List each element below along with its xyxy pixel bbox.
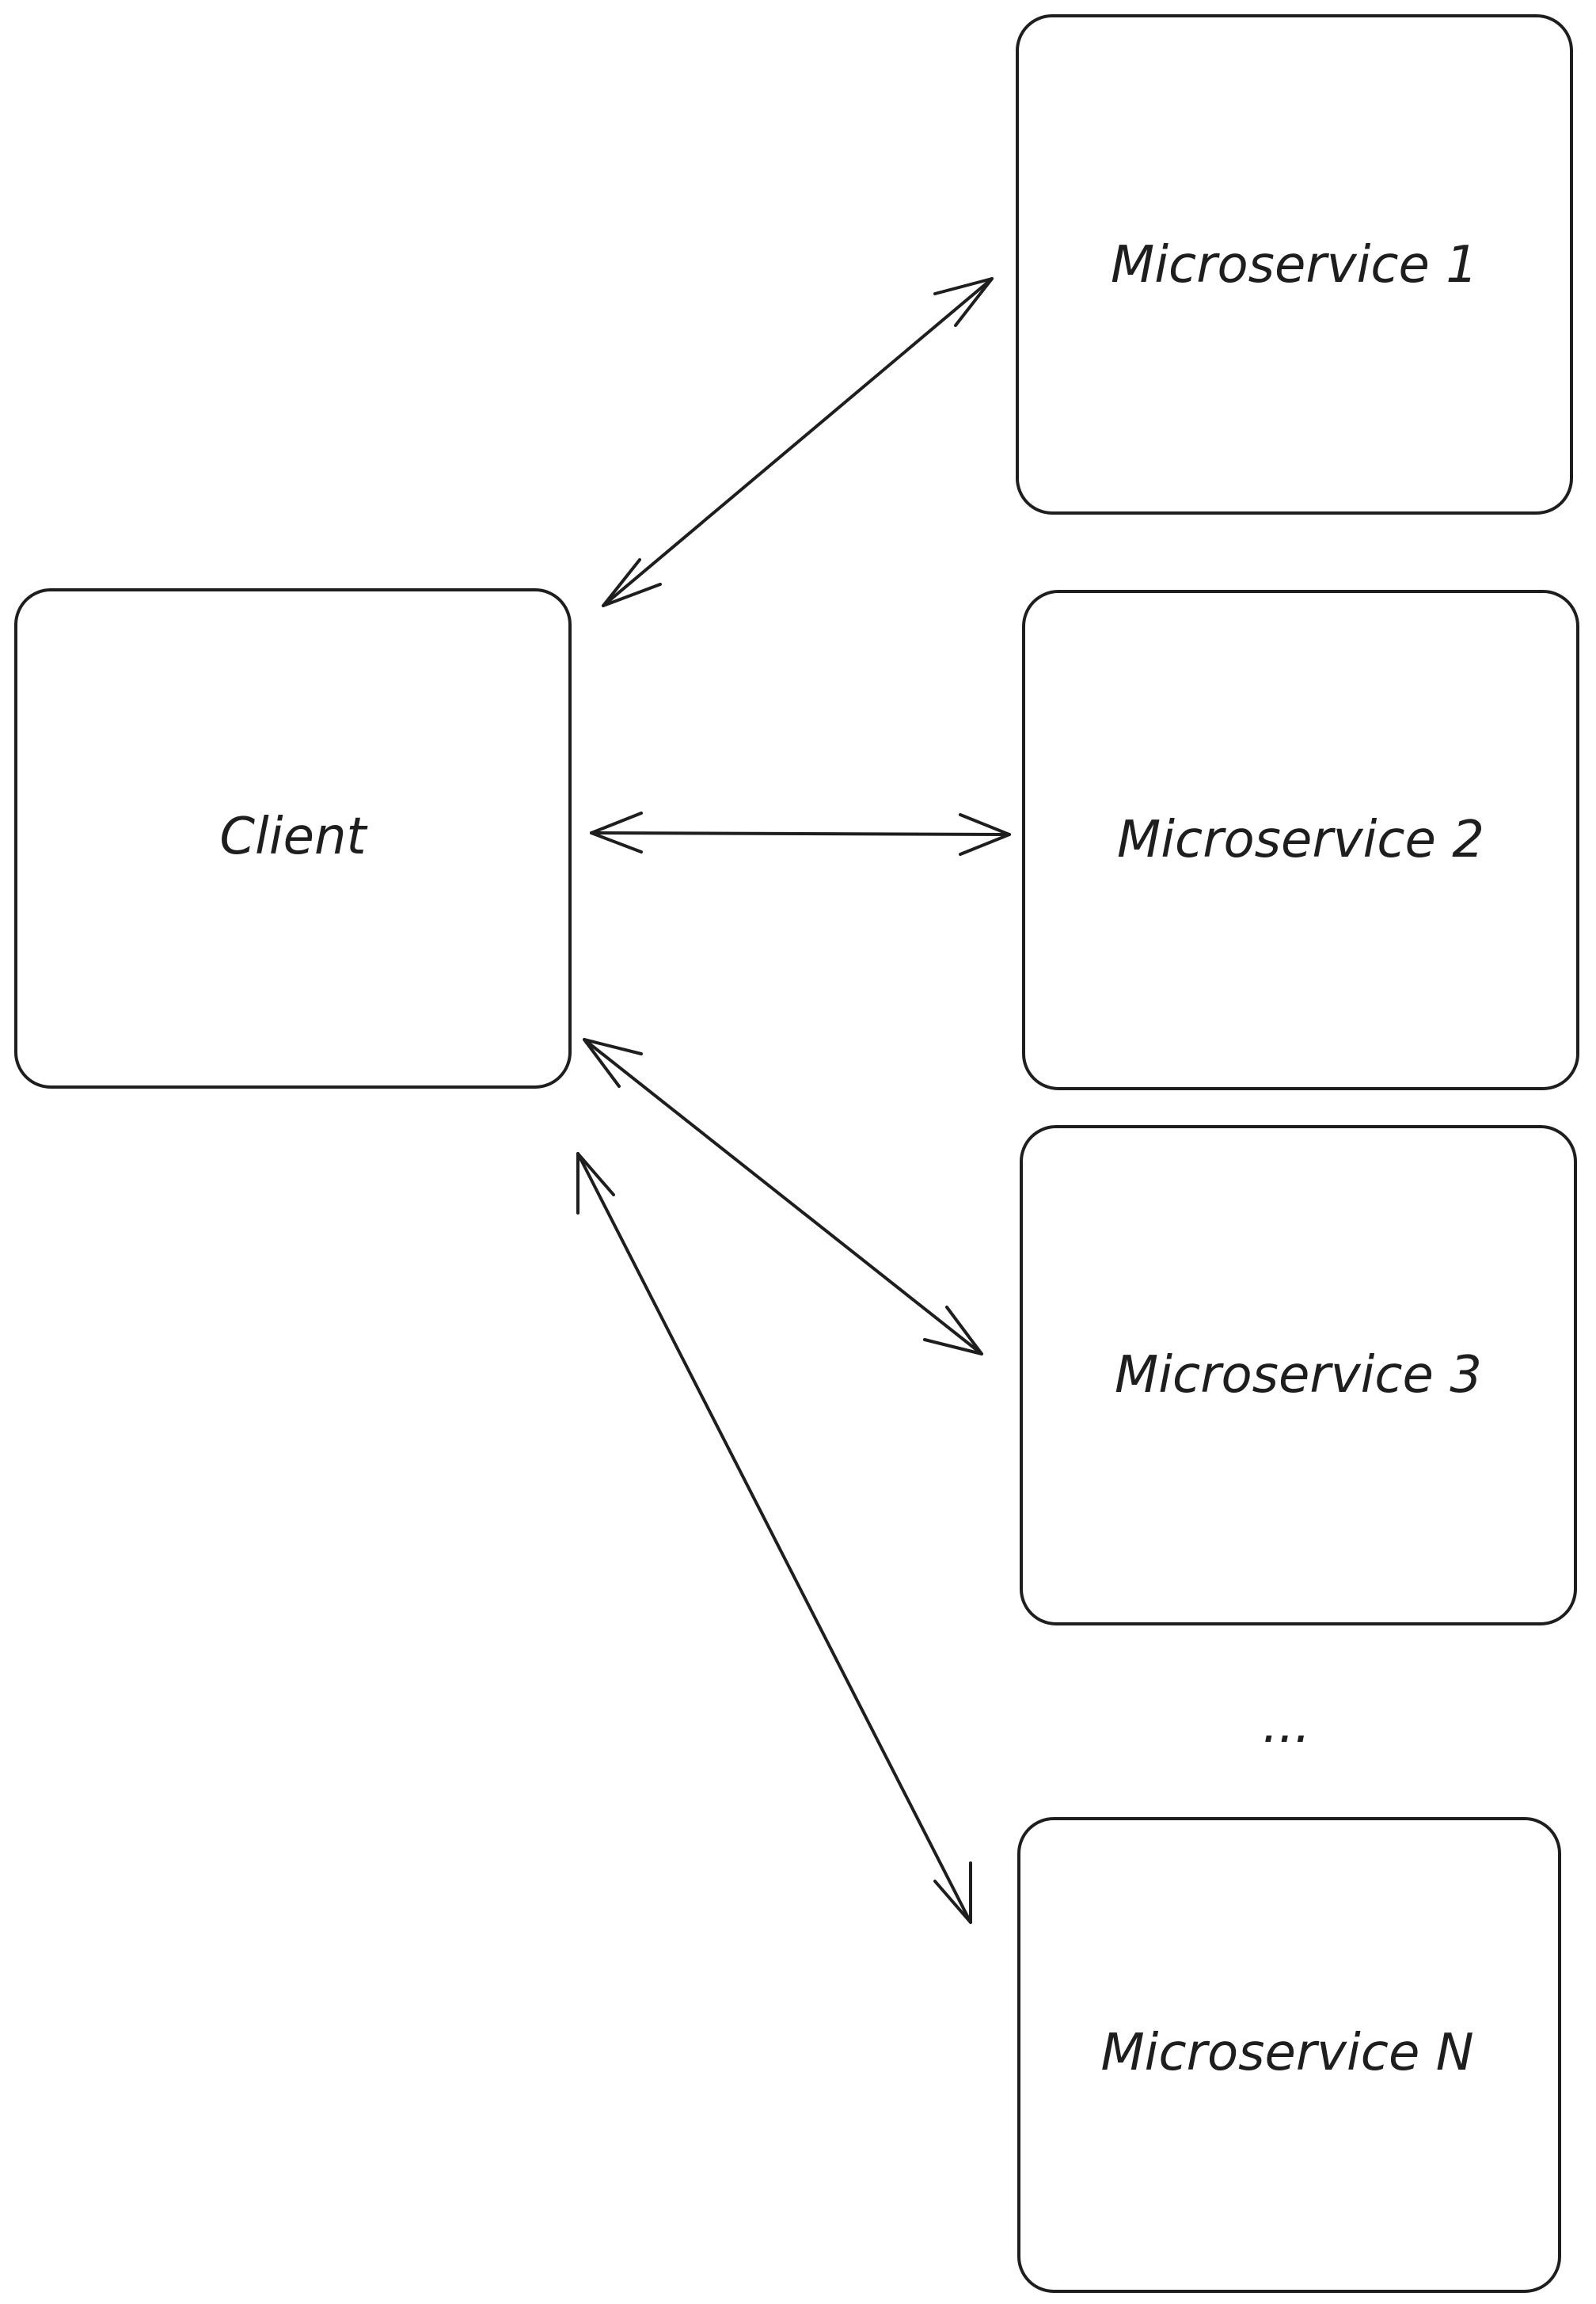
microservice-3-box [1020, 1125, 1577, 1625]
arrow-head-end [959, 813, 1011, 856]
client-box [14, 588, 572, 1089]
microservice-n-box [1017, 1817, 1561, 2293]
edge-line [576, 1152, 972, 1924]
microservice-2-node: Microservice 2 [1022, 590, 1579, 1090]
edge-client-microservice-2 [590, 812, 1011, 856]
edge-client-microservice-3 [583, 1038, 983, 1355]
client-node: Client [14, 588, 572, 1089]
microservice-2-box [1022, 590, 1579, 1090]
arrow-head-start [576, 1152, 615, 1215]
microservice-1-label: Microservice 1 [1111, 236, 1478, 295]
microservice-3-label: Microservice 3 [1115, 1346, 1482, 1405]
edge-client-microservice-1 [602, 277, 994, 607]
edge-line [602, 277, 994, 607]
microservice-n-label: Microservice N [1100, 2024, 1473, 2082]
arrow-head-start [602, 558, 662, 607]
edge-line [590, 831, 1011, 836]
microservice-2-label: Microservice 2 [1117, 811, 1484, 869]
edge-client-microservice-n [576, 1152, 972, 1924]
client-label: Client [219, 808, 368, 866]
microservice-1-node: Microservice 1 [1016, 14, 1573, 515]
edge-line [583, 1038, 983, 1355]
arrow-head-end [923, 1306, 983, 1355]
microservice-1-box [1016, 14, 1573, 515]
microservice-3-node: Microservice 3 [1020, 1125, 1577, 1625]
arrow-head-end [933, 277, 994, 327]
arrow-head-end [933, 1861, 972, 1924]
arrow-head-start [590, 812, 643, 854]
microservice-n-node: Microservice N [1017, 1817, 1561, 2293]
arrow-head-start [583, 1038, 643, 1088]
ellipsis-label: ... [1262, 1696, 1310, 1755]
